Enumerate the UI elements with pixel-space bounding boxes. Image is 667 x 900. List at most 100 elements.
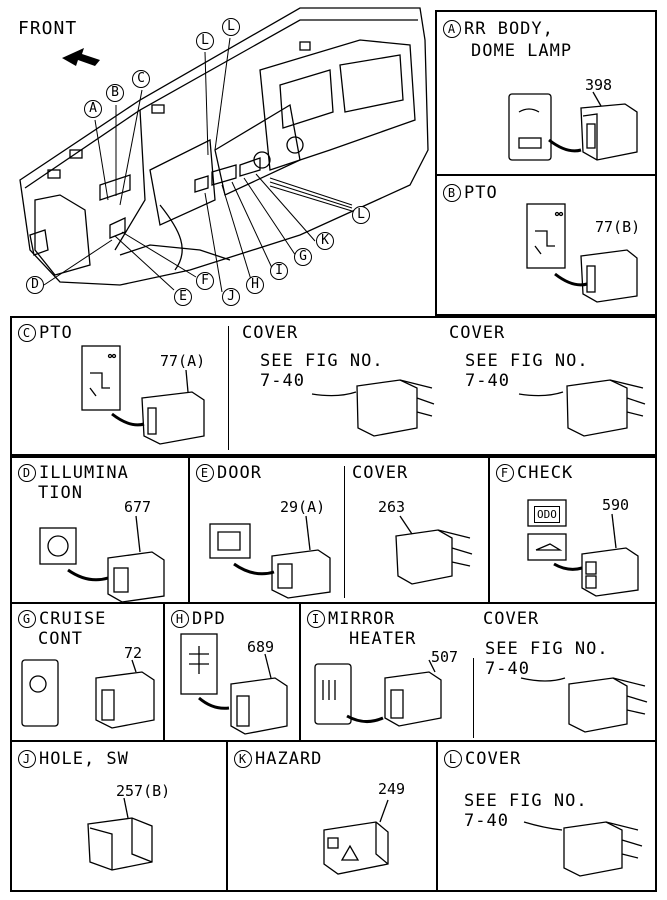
panel-i-cover-title: COVER <box>483 609 540 629</box>
panel-l-cover-ref: SEE FIG NO. <box>464 791 588 811</box>
pto-b-switch-drawing <box>526 203 638 303</box>
panel-b-letter: B <box>443 184 461 202</box>
panel-c-right-cover-ref: SEE FIG NO. <box>465 351 589 371</box>
hole-switch-drawing <box>87 797 153 871</box>
panel-j-part-number: 257(B) <box>116 782 171 800</box>
panel-b-part-number: 77(B) <box>595 218 641 236</box>
panel-e-cover-title: COVER <box>352 463 409 483</box>
panel-c-cover-title: COVER <box>242 323 299 343</box>
panel-i-letter: I <box>307 610 325 628</box>
panel-c-part-number: 77(A) <box>160 352 206 370</box>
callout-c: C <box>132 70 150 88</box>
callout-l-3: L <box>352 206 370 224</box>
panel-e-letter: E <box>196 464 214 482</box>
panel-c-right-cover-title: COVER <box>449 323 506 343</box>
hazard-switch-drawing <box>323 799 389 875</box>
panel-i-title2: HEATER <box>349 629 417 649</box>
panel-h-letter: H <box>171 610 189 628</box>
panel-i-part-number: 507 <box>431 648 459 666</box>
dashboard-illustration <box>19 7 429 293</box>
panel-a-part-number: 398 <box>585 76 613 94</box>
callout-j: J <box>222 288 240 306</box>
callout-h: H <box>246 276 264 294</box>
panel-c-cover-ref: SEE FIG NO. <box>260 351 384 371</box>
callout-g: G <box>294 248 312 266</box>
callout-i: I <box>270 262 288 280</box>
panel-l-letter: L <box>444 750 462 768</box>
panel-a-title2: DOME LAMP <box>471 41 573 61</box>
panel-c-right: COVER SEE FIG NO. 7-40 <box>435 316 657 456</box>
overview-drawing: FRONT <box>0 0 435 315</box>
panel-e-divider <box>344 466 345 598</box>
panel-h-part-number: 689 <box>247 638 275 656</box>
panel-d-part-number: 677 <box>124 498 152 516</box>
panel-g-letter: G <box>18 610 36 628</box>
callout-d: D <box>26 276 44 294</box>
check-switch-drawing <box>527 499 639 597</box>
cover-l-drawing <box>523 821 643 877</box>
dpd-switch-drawing <box>180 633 288 735</box>
panel-g-title2: CONT <box>38 629 83 649</box>
panel-f-letter: F <box>496 464 514 482</box>
panel-c-divider <box>228 326 229 450</box>
callout-a: A <box>84 100 102 118</box>
panel-c-cover-ref-number: 7-40 <box>260 371 305 391</box>
panel-k-letter: K <box>234 750 252 768</box>
panel-l-cover-ref-number: 7-40 <box>464 811 509 831</box>
odo-label: ODO <box>534 506 560 523</box>
panel-d-letter: D <box>18 464 36 482</box>
panel-i-divider <box>473 658 474 738</box>
panel-c-right-cover-ref-number: 7-40 <box>465 371 510 391</box>
callout-l-2: L <box>222 18 240 36</box>
panel-c-letter: C <box>18 324 36 342</box>
illumination-switch-drawing <box>39 515 165 603</box>
dome-lamp-switch-drawing <box>508 91 638 161</box>
panel-i-cover-ref-number: 7-40 <box>485 659 530 679</box>
callout-b: B <box>106 84 124 102</box>
callout-f: F <box>196 272 214 290</box>
callout-k: K <box>316 232 334 250</box>
panel-e-part-number: 29(A) <box>280 498 326 516</box>
panel-g-part-number: 72 <box>124 644 143 662</box>
front-arrow-icon <box>62 48 100 66</box>
cover-c-right-drawing <box>518 379 646 437</box>
callout-e: E <box>174 288 192 306</box>
pto-c-and-cover-drawing <box>81 345 435 445</box>
panel-e-cover-part-number: 263 <box>378 498 406 516</box>
mirror-heater-switch-and-cover-drawing <box>314 659 648 733</box>
door-switch-and-cover-drawing <box>209 515 473 599</box>
callout-l-1: L <box>196 32 214 50</box>
cruise-switch-drawing <box>21 659 155 729</box>
panel-f-part-number: 590 <box>602 496 630 514</box>
panel-k-part-number: 249 <box>378 780 406 798</box>
panel-j-letter: J <box>18 750 36 768</box>
front-label: FRONT <box>18 18 78 39</box>
panel-d-title2: TION <box>38 483 83 503</box>
panel-i-cover-ref: SEE FIG NO. <box>485 639 609 659</box>
panel-a-letter: A <box>443 20 461 38</box>
